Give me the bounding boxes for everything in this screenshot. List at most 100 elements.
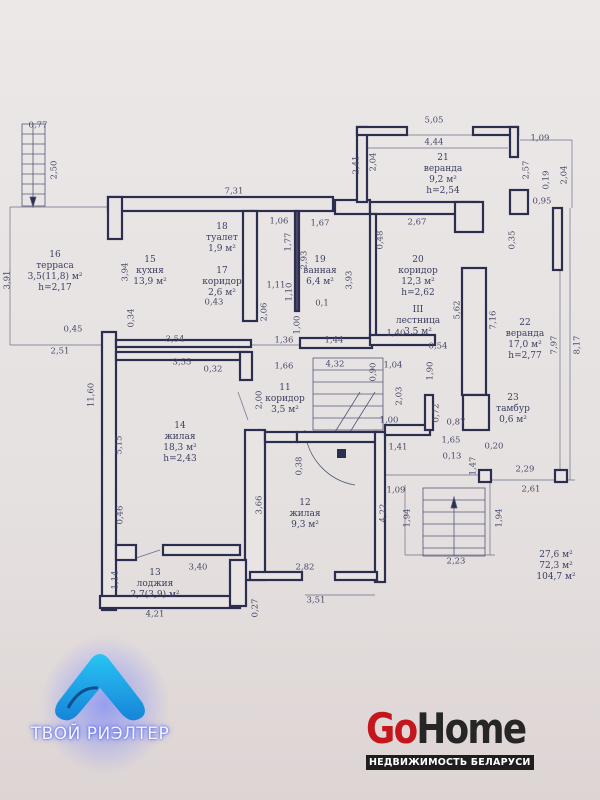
- dimension-label: 1,11: [266, 280, 286, 291]
- total-area-1: 27,6 м²: [539, 550, 573, 560]
- room-name: коридор: [265, 394, 305, 404]
- gohome-home: Home: [416, 704, 527, 753]
- dimension-label: 1,44: [324, 335, 344, 346]
- room-id: 17: [216, 266, 228, 276]
- dimension-label: 0,95: [532, 196, 552, 207]
- dimension-label: 3,94: [120, 262, 131, 282]
- dimension-label: 5,15: [114, 435, 125, 455]
- dimension-label: 2,61: [521, 484, 541, 495]
- dimension-label: 0,87: [446, 417, 466, 428]
- room-id: 19: [314, 255, 326, 265]
- dimension-label: 1,40: [386, 328, 406, 339]
- dimension-label: 8,17: [572, 335, 583, 355]
- dimension-label: 0,20: [484, 441, 504, 452]
- dimension-label: 3,91: [2, 270, 13, 290]
- room-area: 1,9 м²: [208, 244, 236, 254]
- dimension-label: 0,32: [203, 364, 223, 375]
- tvoy-rielter-logo: ТВОЙ РИЭЛТЕР: [15, 635, 185, 785]
- dimension-label: 2,57: [521, 160, 532, 180]
- room-height: h=2,43: [163, 454, 197, 464]
- dimension-label: 1,09: [530, 133, 550, 144]
- dimension-label: 1,65: [441, 435, 461, 446]
- dimension-label: 0,35: [507, 230, 518, 250]
- room-id: 13: [149, 568, 161, 578]
- dimension-label: 2,03: [394, 386, 405, 406]
- dimension-label: 3,40: [188, 562, 208, 573]
- dimension-label: 0,13: [442, 451, 462, 462]
- dimension-label: 0,19: [541, 170, 552, 190]
- room-area: 3,5(11,8) м²: [27, 272, 83, 282]
- dimension-label: 2,93: [299, 250, 310, 270]
- dimension-label: 11,60: [86, 382, 97, 408]
- total-areas: 27,6 м² 72,3 м² 104,7 м²: [536, 550, 575, 583]
- walls: [98, 125, 569, 612]
- room-name: лоджия: [136, 579, 174, 589]
- room-height: h=2,77: [508, 351, 542, 361]
- room-area: 17,0 м²: [508, 340, 542, 350]
- dimension-label: 0,54: [428, 341, 448, 352]
- dimension-label: 4,32: [325, 359, 345, 370]
- room-id: 23: [507, 393, 519, 403]
- room-area: 9,3 м²: [291, 520, 319, 530]
- room-area: 9,2 м²: [429, 175, 457, 185]
- room-name: веранда: [505, 329, 545, 339]
- gohome-logo: GoHome НЕДВИЖИМОСТЬ БЕЛАРУСИ: [366, 708, 554, 770]
- dimension-label: 7,16: [488, 310, 499, 330]
- dimension-label: 4,21: [145, 609, 165, 620]
- room-area: 13,9 м²: [133, 277, 167, 287]
- dimension-label: 0,90: [368, 362, 379, 382]
- room-area: 3,5 м²: [404, 327, 432, 337]
- dimension-label: 1,14: [110, 570, 121, 590]
- room-name: тамбур: [496, 404, 530, 414]
- dimension-label: 7,97: [549, 335, 560, 355]
- dimension-label: 2,82: [295, 562, 315, 573]
- room-id: 21: [437, 153, 449, 163]
- dimension-label: 3,93: [344, 270, 355, 290]
- dimension-label: 0,43: [204, 297, 224, 308]
- room-area: 2,6 м²: [208, 288, 236, 298]
- dimension-label: 1,47: [468, 456, 479, 476]
- room-area: 3,5 м²: [271, 405, 299, 415]
- room-name: жилая: [289, 509, 321, 519]
- room-area: 0,6 м²: [499, 415, 527, 425]
- dimension-label: 1,90: [425, 361, 436, 381]
- dimension-label: 0,34: [126, 308, 137, 328]
- dimension-label: 0,77: [28, 120, 48, 131]
- dimension-label: 4,22: [378, 503, 389, 523]
- room-id: 20: [412, 255, 424, 265]
- dimension-label: 0,72: [431, 403, 442, 423]
- dimension-label: 3,51: [306, 595, 326, 606]
- room-name: лестница: [395, 316, 441, 326]
- total-area-2: 72,3 м²: [539, 561, 573, 571]
- room-id: 11: [279, 383, 291, 393]
- dimension-label: 1,04: [383, 360, 403, 371]
- room-area: 6,4 м²: [306, 277, 334, 287]
- room-id: 22: [519, 318, 531, 328]
- house-roof-icon: [55, 654, 145, 721]
- room-height: h=2,54: [426, 186, 460, 196]
- dimension-label: 2,23: [446, 556, 466, 567]
- room-id: 18: [216, 222, 228, 232]
- room-height: h=2,17: [38, 283, 72, 293]
- room-id: 14: [174, 421, 186, 431]
- dimension-label: 3,66: [254, 495, 265, 515]
- dimension-label: 0,27: [250, 598, 261, 618]
- room-area: 2,7(3,9) м²: [130, 590, 180, 600]
- dimension-label: 0,1: [315, 298, 329, 309]
- room-name: жилая: [164, 432, 196, 442]
- dimension-label: 0,48: [375, 230, 386, 250]
- dimension-label: 3,55: [172, 357, 192, 368]
- dimension-label: 3,54: [165, 334, 185, 345]
- dimension-label: 2,04: [559, 165, 570, 185]
- dimension-label: 1,10: [284, 282, 295, 302]
